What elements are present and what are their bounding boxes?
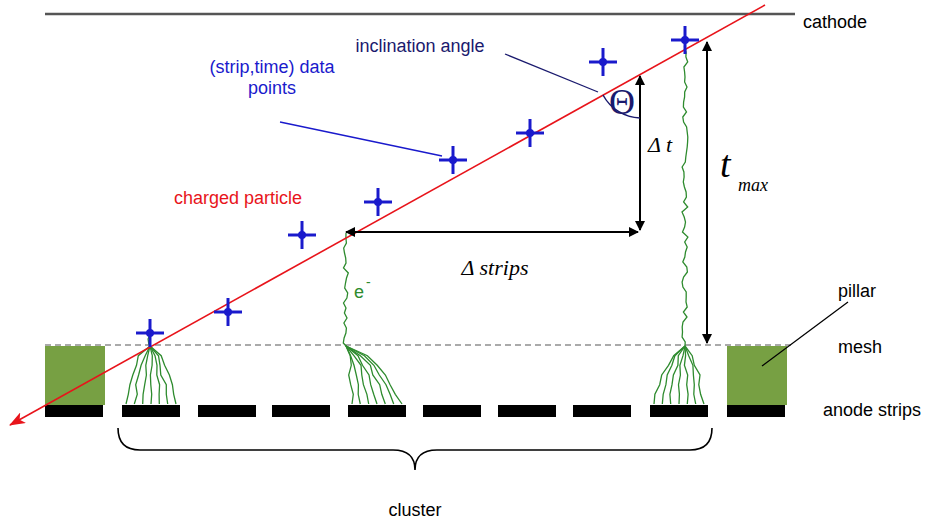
- data-point: [146, 329, 154, 337]
- drift-path: [343, 233, 348, 346]
- drift-path: [682, 42, 688, 346]
- avalanche-branch: [346, 346, 394, 404]
- avalanche-branch: [654, 346, 685, 404]
- electron-label: e: [354, 282, 364, 303]
- data-point: [681, 36, 689, 44]
- delta-strips-arrow: [346, 231, 638, 233]
- leader-line: [762, 302, 848, 366]
- avalanche-branch: [685, 346, 696, 404]
- callout-label: inclination angle: [355, 36, 484, 57]
- avalanche-branch: [150, 346, 168, 404]
- part-label: anode strips: [823, 400, 921, 421]
- tmax-arrow: [706, 42, 708, 343]
- anode-strip: [650, 405, 708, 417]
- anode-strip: [423, 405, 481, 417]
- cluster-brace: [118, 428, 712, 470]
- dimension-label: Δ t: [648, 132, 672, 157]
- dimension-label: Δ strips: [462, 255, 529, 280]
- callout-label: (strip,time) data points: [197, 57, 347, 98]
- delta-t-arrow: [639, 76, 641, 230]
- anode-strips: [45, 405, 785, 417]
- avalanche-branch: [679, 346, 686, 404]
- electron-drift: [126, 42, 704, 404]
- anode-strip: [122, 405, 180, 417]
- particle-label: charged particle: [174, 188, 302, 209]
- dimension-subscript: max: [738, 175, 768, 196]
- data-point: [224, 308, 232, 316]
- avalanche-branch: [684, 346, 688, 404]
- angle-symbol: Θ: [609, 82, 635, 123]
- data-point: [599, 58, 607, 66]
- anode-strip: [348, 405, 406, 417]
- avalanche-branch: [685, 346, 704, 404]
- anode-strip: [573, 405, 631, 417]
- part-label: pillar: [838, 281, 876, 302]
- avalanche-branch: [662, 346, 685, 404]
- anode-strip: [198, 405, 256, 417]
- particle-track: [10, 5, 765, 425]
- leader-line: [505, 54, 598, 92]
- anode-strip: [45, 405, 103, 417]
- data-point: [374, 198, 382, 206]
- avalanche-branch: [150, 346, 152, 404]
- anode-strip: [272, 405, 330, 417]
- plane-label: cathode: [803, 12, 867, 33]
- mesh-line: [45, 344, 795, 346]
- dimension-label: t: [720, 143, 731, 187]
- avalanche-branch: [143, 346, 150, 404]
- avalanche-branch: [670, 346, 685, 404]
- data-point: [526, 129, 534, 137]
- pillar-block: [45, 346, 105, 405]
- data-points: [136, 26, 699, 347]
- electron-superscript: -: [366, 274, 371, 290]
- cathode-plane: [45, 13, 795, 16]
- group-label: cluster: [388, 500, 441, 521]
- data-point: [298, 231, 306, 239]
- anode-strip: [498, 405, 556, 417]
- anode-strip: [727, 405, 785, 417]
- leader-line: [280, 122, 442, 156]
- avalanche-branch: [346, 346, 402, 404]
- part-label: mesh: [838, 337, 882, 358]
- data-point: [449, 156, 457, 164]
- avalanche-branch: [150, 346, 176, 404]
